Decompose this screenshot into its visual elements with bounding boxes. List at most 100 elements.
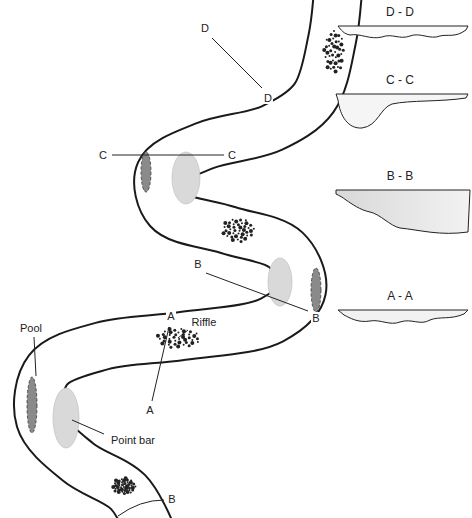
- riffle-dot: [336, 53, 340, 57]
- riffle-dot: [239, 219, 242, 222]
- cross-section: [338, 310, 468, 323]
- riffle-dot: [338, 40, 340, 42]
- riffle-dot: [249, 224, 252, 227]
- riffle-dot: [190, 341, 194, 345]
- feature-label: B: [311, 312, 320, 324]
- riffle-dot: [234, 234, 238, 238]
- section-title: B - B: [386, 170, 415, 182]
- riffle-dot: [174, 333, 177, 336]
- riffle-dot: [326, 60, 329, 63]
- riffle-dot: [328, 55, 330, 57]
- section-line: [118, 500, 164, 516]
- section-line: [152, 327, 169, 401]
- riffle-dot: [117, 490, 121, 494]
- leader-line: [72, 420, 104, 434]
- feature-label: Point bar: [110, 434, 156, 446]
- riffle-dot: [339, 42, 343, 46]
- riffle-dot: [330, 33, 333, 36]
- riffle-dot: [335, 40, 338, 43]
- riffle-dot: [237, 238, 239, 240]
- riffle-dot: [164, 331, 166, 333]
- section-title: D - D: [385, 6, 415, 18]
- riffle-dot: [232, 219, 234, 221]
- riffle-dot: [126, 490, 130, 494]
- point-bar: [268, 258, 292, 306]
- riffle-dot: [332, 66, 335, 69]
- riffle-dot: [330, 68, 332, 70]
- riffle-dot: [188, 336, 191, 339]
- riffle-dot: [342, 49, 345, 52]
- riffle-dot: [331, 53, 334, 56]
- river-bank: [38, 0, 338, 518]
- riffle-dot: [340, 59, 344, 63]
- riffle-dot: [130, 479, 132, 481]
- riffle-dot: [132, 483, 135, 486]
- riffle-dot: [227, 224, 231, 228]
- cross-section: [336, 190, 470, 233]
- point-bar: [53, 388, 79, 448]
- riffle-dot: [237, 223, 240, 226]
- riffle-dot: [196, 333, 198, 335]
- leader-line: [178, 330, 188, 338]
- riffle-dot: [192, 334, 196, 338]
- riffle-dot: [128, 486, 131, 489]
- riffle-dot: [249, 229, 253, 233]
- riffle-dot: [233, 223, 235, 225]
- riffle-dot: [322, 48, 326, 52]
- riffle-dot: [177, 331, 179, 333]
- riffle-dot: [240, 240, 243, 243]
- riffle-dot: [134, 485, 136, 487]
- riffle-dot: [177, 341, 181, 345]
- riffle-dots: [111, 30, 344, 495]
- riffle-dot: [222, 231, 226, 235]
- riffle-dot: [111, 485, 115, 489]
- riffle-dot: [241, 222, 243, 224]
- riffle-dot: [253, 228, 255, 230]
- riffle-dot: [176, 345, 180, 349]
- riffle-dot: [232, 232, 234, 234]
- riffle-dot: [239, 230, 241, 232]
- riffle-dot: [334, 70, 338, 74]
- riffle-dot: [337, 66, 339, 68]
- riffle-dot: [231, 238, 235, 242]
- cross-sections: [336, 26, 470, 323]
- riffle-dot: [130, 492, 132, 494]
- cross-section: [338, 26, 468, 38]
- riffle-dot: [246, 234, 248, 236]
- feature-label: D: [200, 22, 210, 34]
- riffle-dot: [168, 344, 170, 346]
- section-line: [212, 38, 262, 88]
- riffle-dot: [196, 337, 199, 340]
- riffle-dot: [243, 225, 246, 228]
- river-water: [38, 0, 338, 518]
- riffle-dot: [339, 66, 342, 69]
- feature-label: A: [145, 404, 154, 416]
- riffle-dot: [227, 231, 231, 235]
- riffle-dot: [325, 51, 329, 55]
- riffle-dot: [338, 48, 341, 51]
- riffle-dot: [188, 333, 190, 335]
- feature-label: D: [263, 92, 273, 104]
- riffle-dot: [174, 340, 176, 342]
- riffle-dot: [131, 489, 134, 492]
- riffle-dot: [172, 336, 175, 339]
- riffle-dot: [250, 233, 253, 236]
- riffle-dot: [326, 39, 328, 41]
- riffle-dot: [333, 30, 335, 32]
- riffle-dot: [243, 237, 247, 241]
- riffle-dot: [230, 235, 233, 238]
- riffle-dot: [189, 330, 192, 333]
- riffle-dot: [114, 479, 118, 483]
- riffle-dot: [234, 220, 238, 224]
- riffle-dot: [241, 232, 245, 236]
- feature-label: C: [227, 149, 237, 161]
- riffle-dot: [332, 37, 334, 39]
- riffle-dot: [326, 65, 330, 69]
- riffle-dot: [334, 61, 338, 65]
- riffle-dot: [325, 45, 328, 48]
- riffle-dot: [183, 344, 185, 346]
- section-line: [112, 155, 224, 156]
- riffle-dot: [245, 231, 248, 234]
- section-lines: [34, 38, 308, 516]
- pool: [141, 152, 151, 192]
